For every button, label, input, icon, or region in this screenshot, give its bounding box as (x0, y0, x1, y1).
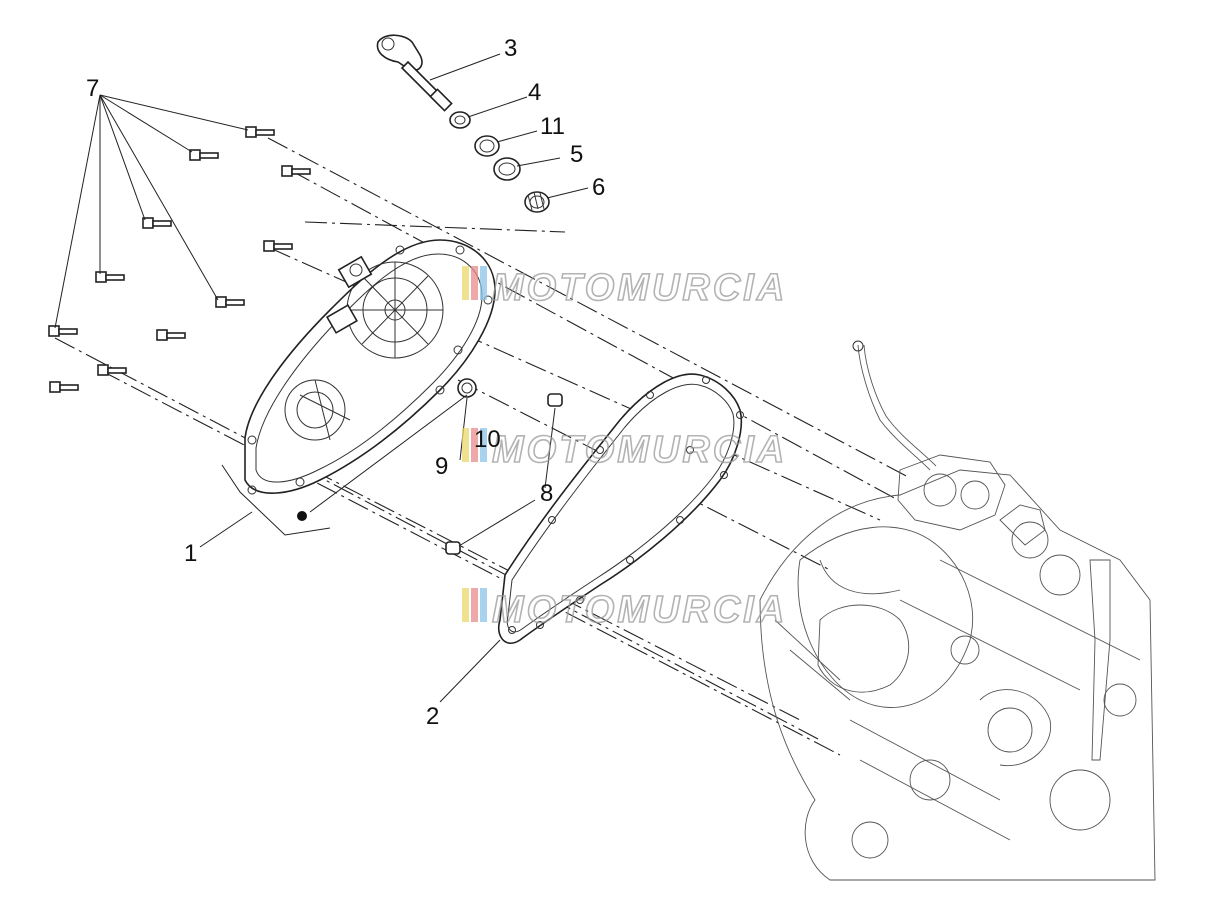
watermark-flag-stripe (462, 428, 469, 462)
watermark-flag-stripe (471, 266, 478, 300)
watermark-flag-stripe (480, 588, 487, 622)
bolt (97, 364, 127, 376)
leader-lines (54, 53, 589, 703)
spring-clip-part-4 (449, 111, 471, 129)
callout-10: 10 (474, 426, 501, 453)
bolt (281, 165, 311, 177)
watermark-text: MOTOMURCIA (492, 267, 787, 309)
reference-dot (297, 511, 307, 521)
callout-9: 9 (435, 453, 448, 480)
callout-1: 1 (184, 540, 197, 567)
callout-8: 8 (540, 480, 553, 507)
clutch-cover-part-1 (221, 239, 496, 536)
callout-2: 2 (426, 703, 439, 730)
callout-5: 5 (570, 141, 583, 168)
bolt (48, 325, 78, 337)
bolt (156, 329, 186, 341)
callout-6: 6 (592, 174, 605, 201)
watermark-1: MOTOMURCIA (462, 266, 787, 310)
callout-labels: 7 3 4 11 5 6 9 10 8 1 2 (86, 35, 605, 730)
bolt (245, 126, 275, 138)
watermark-flag-stripe (480, 266, 487, 300)
watermark-flag-stripe (462, 266, 469, 300)
bearing-part-6 (524, 191, 550, 213)
callout-3: 3 (504, 35, 517, 62)
callout-7: 7 (86, 75, 99, 102)
ring-part-11 (474, 135, 500, 157)
dowel-pins-part-8 (445, 393, 563, 555)
watermark-flag-stripe (462, 588, 469, 622)
bolt (95, 271, 125, 283)
callout-4: 4 (528, 79, 541, 106)
gasket-part-2 (498, 373, 744, 644)
gasket-bolt-holes (508, 376, 744, 634)
shaft-assembly (376, 34, 550, 213)
bolt (189, 149, 219, 161)
bolts-part-7 (48, 126, 311, 393)
watermark-flag-stripe (480, 428, 487, 462)
engine-block (759, 340, 1156, 881)
bolt (142, 217, 172, 229)
bolt (263, 240, 293, 252)
seal-part-5 (493, 157, 521, 181)
watermark-group: MOTOMURCIA MOTOMURCIA MOTOMURCIA (462, 266, 787, 632)
lever-part-3 (376, 34, 453, 112)
watermark-2: MOTOMURCIA (462, 428, 787, 472)
bolt (49, 381, 79, 393)
watermark-flag-stripe (471, 588, 478, 622)
watermark-text: MOTOMURCIA (492, 429, 787, 471)
watermark-text: MOTOMURCIA (492, 589, 787, 631)
watermark-3: MOTOMURCIA (462, 588, 787, 632)
watermark-flag-stripe (471, 428, 478, 462)
bolt (215, 296, 245, 308)
callout-11: 11 (540, 113, 565, 140)
